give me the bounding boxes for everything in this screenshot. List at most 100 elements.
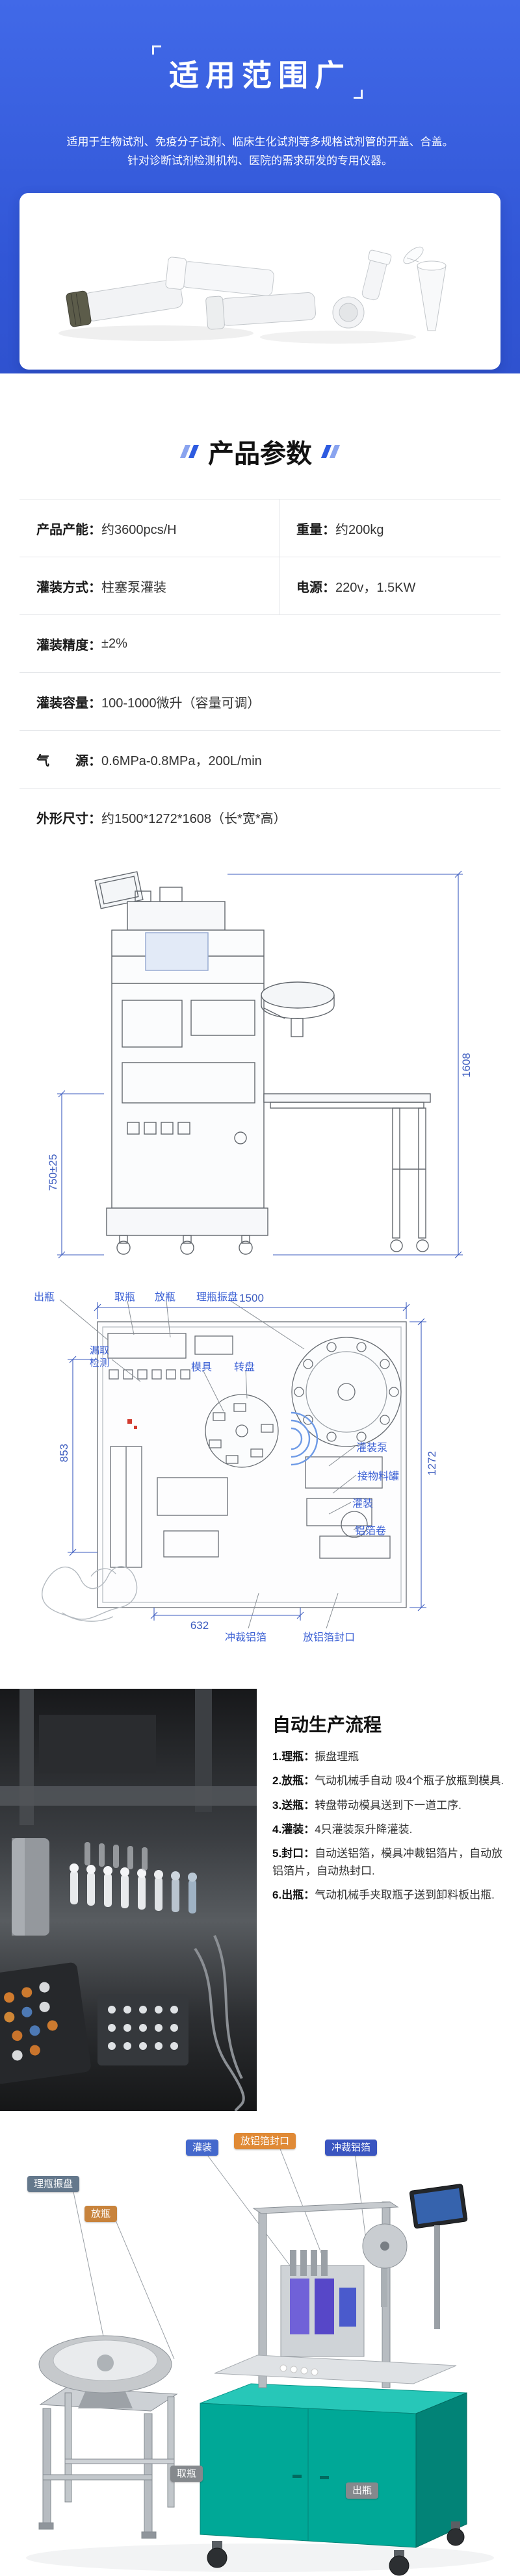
title-deco-left-icon [179, 445, 200, 459]
top-view-cad-drawing [42, 1299, 426, 1629]
dimension-lines [57, 870, 463, 1259]
front-view-section: 1608 750±25 [0, 844, 520, 1283]
loose-cap [332, 296, 365, 329]
table-row: 外形尺寸：约1500*1272*1608（长*宽*高） [20, 789, 500, 844]
label-foil-seal: 放铝箔封口 [303, 1632, 356, 1643]
top-view-section: 1500 1272 853 632 出瓶 取瓶 放瓶 理瓶振盘 漏取检测 模具 … [0, 1283, 520, 1689]
monitor-pole [434, 2225, 440, 2329]
param-label: 外形尺寸： [36, 811, 101, 826]
process-steps-panel: 自动生产流程 1.理瓶：振盘理瓶 2.放瓶：气动机械手自动 吸4个瓶子放瓶到模具… [257, 1689, 520, 2111]
param-label: 重量： [296, 522, 335, 537]
param-cell: 电源：220v，1.5KW [280, 557, 415, 614]
label-filling-pump: 灌装泵 [356, 1443, 388, 1454]
param-value: 柱塞泵灌装 [101, 580, 166, 595]
param-cell: 气 源：0.6MPa-0.8MPa，200L/min [20, 731, 262, 788]
machine-cabinet [200, 2383, 467, 2548]
label-bottle-place: 放瓶 [84, 2206, 118, 2222]
label-turntable: 转盘 [234, 1362, 255, 1373]
sketch-scribble [42, 1566, 138, 1622]
parameters-title-text: 产品参数 [208, 440, 312, 469]
process-step: 5.封口：自动送铝箔，模具冲裁铝箔片，自动放铝箔片，自动热封口. [272, 1847, 503, 1877]
machine-top-outline [97, 1321, 407, 1608]
label-foil-seal: 放铝箔封口 [234, 2133, 296, 2149]
table-row: 灌装方式：柱塞泵灌装 电源：220v，1.5KW [20, 557, 500, 616]
label-bottle-place: 放瓶 [155, 1292, 176, 1303]
top-depth-dimension: 1272 [426, 1451, 438, 1476]
param-value: 约3600pcs/H [101, 522, 177, 537]
title-corner-bracket-icon [354, 90, 363, 99]
param-label: 产品产能： [36, 522, 101, 537]
label-bottle-pick: 取瓶 [170, 2466, 203, 2482]
table-row: 气 源：0.6MPa-0.8MPa，200L/min [20, 731, 500, 789]
param-value: 220v，1.5KW [335, 580, 416, 595]
product-parameters-section: 产品参数 产品产能：约3600pcs/H 重量：约200kg 灌装方式：柱塞泵灌… [0, 373, 520, 844]
param-value: ±2% [101, 636, 127, 651]
process-photo [0, 1689, 257, 2111]
parameters-title: 产品参数 [0, 433, 520, 470]
process-step: 2.放瓶：气动机械手自动 吸4个瓶子放瓶到模具. [272, 1774, 504, 1787]
red-mark [127, 1419, 132, 1424]
label-foil-cut: 冲裁铝箔 [225, 1632, 267, 1643]
top-width-dimension: 1500 [239, 1292, 264, 1304]
front-table-height-dimension: 750±25 [47, 1154, 59, 1191]
label-mold: 模具 [191, 1362, 213, 1373]
hero-title: 适用范围广 [152, 45, 363, 99]
front-view-cad-drawing [57, 870, 463, 1259]
label-filling: 灌装 [352, 1498, 374, 1509]
tube-white-cap [165, 257, 274, 296]
param-cell: 灌装精度：±2% [20, 615, 127, 672]
machine-interior-photo [0, 1689, 257, 2111]
top-machinery [214, 2184, 468, 2388]
dimension-lines [68, 1302, 426, 1621]
floor-shadow [26, 2544, 494, 2572]
process-step: 3.送瓶：转盘带动模具送到下一道工序. [272, 1799, 462, 1812]
machine-3d-render [26, 2147, 494, 2576]
param-label: 气 源： [36, 753, 101, 768]
hero-title-text: 适用范围广 [169, 58, 351, 92]
render-3d-section: 理瓶振盘 放瓶 灌装 放铝箔封口 冲裁铝箔 取瓶 出瓶 [0, 2111, 520, 2576]
cables [194, 1935, 245, 2111]
process-title: 自动生产流程 [272, 1715, 382, 1735]
param-value: 约200kg [335, 522, 384, 537]
process-step: 6.出瓶：气动机械手夹取瓶子送到卸料板出瓶. [272, 1889, 495, 1902]
tube-plain [205, 292, 316, 330]
param-label: 灌装容量： [36, 696, 101, 711]
param-value: 约1500*1272*1608（长*宽*高） [101, 811, 287, 826]
rack-tube-tops [108, 2006, 178, 2050]
tube-dark-cap [66, 279, 183, 327]
tube-row-back [84, 1842, 148, 1871]
vibration-bowl-side [261, 981, 335, 1037]
label-bottle-out: 出瓶 [346, 2482, 379, 2499]
hero-section: 适用范围广 适用于生物试剂、免疫分子试剂、临床生化试剂等多规格试剂管的开盖、合盖… [0, 0, 520, 373]
table-row: 灌装精度：±2% [20, 615, 500, 674]
foil-roll-3d [362, 2223, 408, 2307]
foil-roll-top [341, 1511, 368, 1538]
param-label: 灌装精度： [36, 638, 101, 653]
microcentrifuge-tube [403, 246, 447, 331]
machine-front-outline [94, 871, 431, 1255]
param-value: 0.6MPa-0.8MPa，200L/min [101, 753, 262, 768]
label-bottle-pick: 取瓶 [114, 1292, 136, 1303]
leader-lines [59, 1299, 363, 1629]
label-material-tank: 接物料罐 [358, 1471, 400, 1482]
product-photo-card [20, 192, 500, 370]
label-foil-cut: 冲裁铝箔 [325, 2140, 378, 2156]
process-step: 1.理瓶：振盘理瓶 [272, 1750, 359, 1763]
vibration-bowl-3d [38, 2335, 172, 2408]
hero-subtitle: 适用于生物试剂、免疫分子试剂、临床生化试剂等多规格试剂管的开盖、合盖。针对诊断试… [66, 135, 454, 167]
caster-wheels [207, 2521, 465, 2576]
process-section: 自动生产流程 1.理瓶：振盘理瓶 2.放瓶：气动机械手自动 吸4个瓶子放瓶到模具… [0, 1689, 520, 2111]
param-cell: 重量：约200kg [280, 499, 384, 557]
label-vibration-bowl: 理瓶振盘 [27, 2176, 80, 2192]
side-table [263, 1093, 431, 1252]
front-height-dimension: 1608 [460, 1053, 473, 1078]
top-left-dimension: 853 [58, 1443, 70, 1463]
parameters-table: 产品产能：约3600pcs/H 重量：约200kg 灌装方式：柱塞泵灌装 电源：… [20, 499, 500, 844]
turntable-top [205, 1394, 279, 1468]
label-foil-roll: 铝箔卷 [355, 1526, 387, 1537]
label-leak-detect: 漏取检测 [89, 1345, 109, 1369]
param-cell: 外形尺寸：约1500*1272*1608（长*宽*高） [20, 789, 287, 844]
tube-row [70, 1863, 197, 1913]
feeder-stand [38, 2387, 178, 2539]
